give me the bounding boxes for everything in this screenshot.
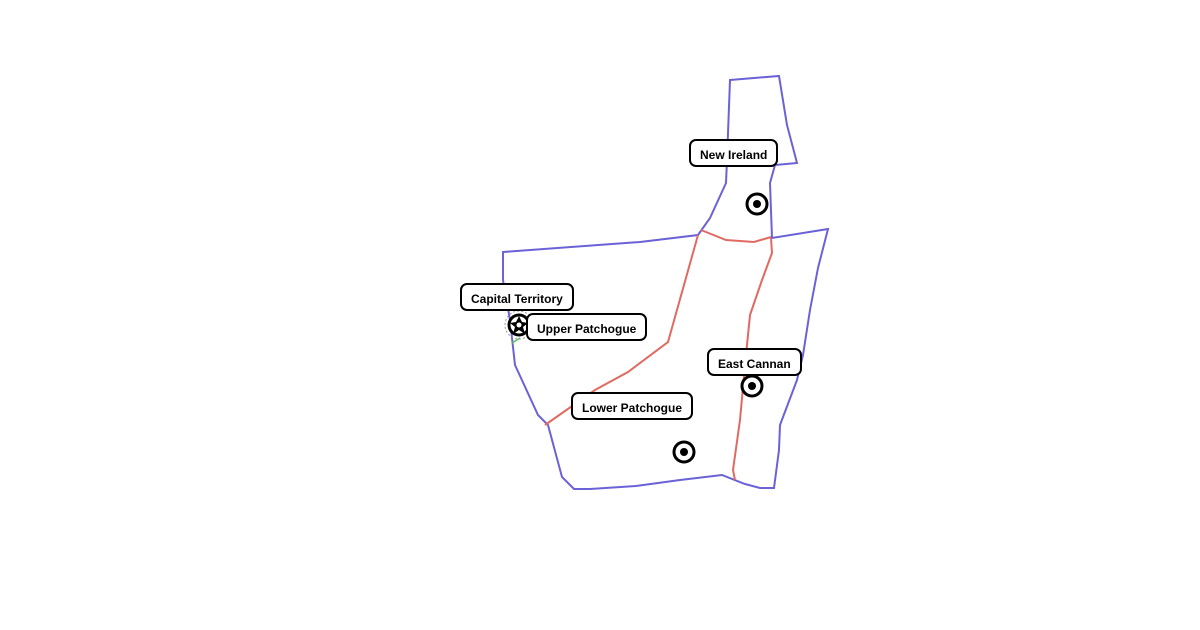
region-label-lower-patchogue[interactable]: Lower Patchogue xyxy=(571,392,694,420)
outer-border xyxy=(502,74,830,490)
region-label-east-cannan[interactable]: East Cannan xyxy=(707,348,802,376)
region-label-new-ireland[interactable]: New Ireland xyxy=(689,139,779,167)
city-target-icon[interactable] xyxy=(672,440,696,464)
city-target-icon[interactable] xyxy=(740,374,764,398)
region-label-upper-patchogue[interactable]: Upper Patchogue xyxy=(526,313,648,341)
inner-border-capital xyxy=(511,337,521,344)
city-target-icon[interactable] xyxy=(745,192,769,216)
capital-star-icon[interactable] xyxy=(504,310,534,340)
inner-border-east-cannan xyxy=(731,237,774,481)
inner-border-new-ireland xyxy=(700,229,772,244)
region-label-capital-territory[interactable]: Capital Territory xyxy=(460,283,574,311)
